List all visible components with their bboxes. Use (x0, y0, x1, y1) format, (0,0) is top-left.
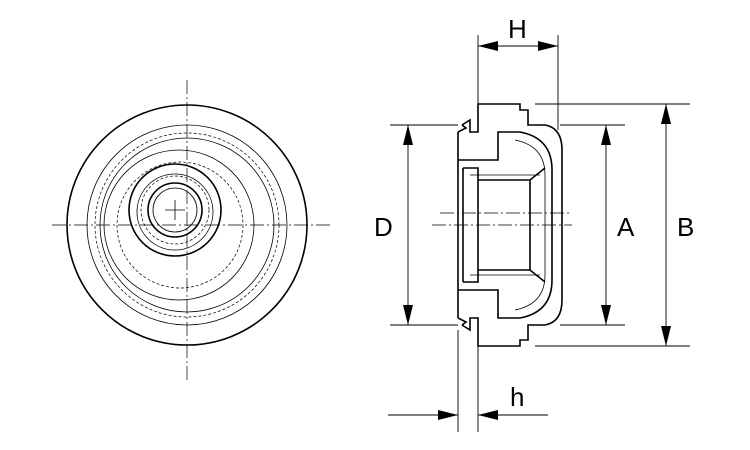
label-h: h (510, 382, 524, 412)
label-A: A (617, 212, 635, 242)
dimension-h-lower: h (388, 330, 548, 432)
front-hub-ring (136, 173, 214, 251)
h-lower-arrow-left (438, 410, 458, 420)
label-B: B (677, 212, 694, 242)
side-left-notch-top (457, 124, 468, 133)
side-outer-profile (461, 103, 563, 347)
h-upper-arrow-left (478, 41, 498, 51)
h-lower-arrow-right (478, 410, 498, 420)
dimension-h-upper: H (477, 14, 559, 130)
front-bore (147, 182, 203, 238)
side-left-notch-bottom (457, 317, 468, 326)
front-hub-outer (128, 163, 222, 257)
side-view (432, 103, 572, 347)
dimension-b: B (535, 103, 694, 347)
a-arrow-bottom (601, 305, 611, 325)
front-bore-hidden (140, 175, 210, 245)
side-step-top (458, 131, 520, 161)
side-step-bottom (458, 289, 520, 319)
label-H: H (508, 14, 527, 44)
b-arrow-top (661, 104, 671, 124)
side-nut-bottom (463, 269, 546, 283)
d-arrow-top (403, 125, 413, 145)
front-view (52, 80, 330, 380)
front-hidden-ring-2 (116, 161, 244, 289)
label-D: D (374, 212, 393, 242)
dimension-d: D (374, 124, 458, 326)
h-upper-arrow-right (538, 41, 558, 51)
side-nut-top (463, 167, 546, 181)
dimension-a: A (560, 124, 635, 326)
front-bore-inner (152, 187, 198, 233)
a-arrow-top (601, 125, 611, 145)
d-arrow-bottom (403, 305, 413, 325)
b-arrow-bottom (661, 326, 671, 346)
